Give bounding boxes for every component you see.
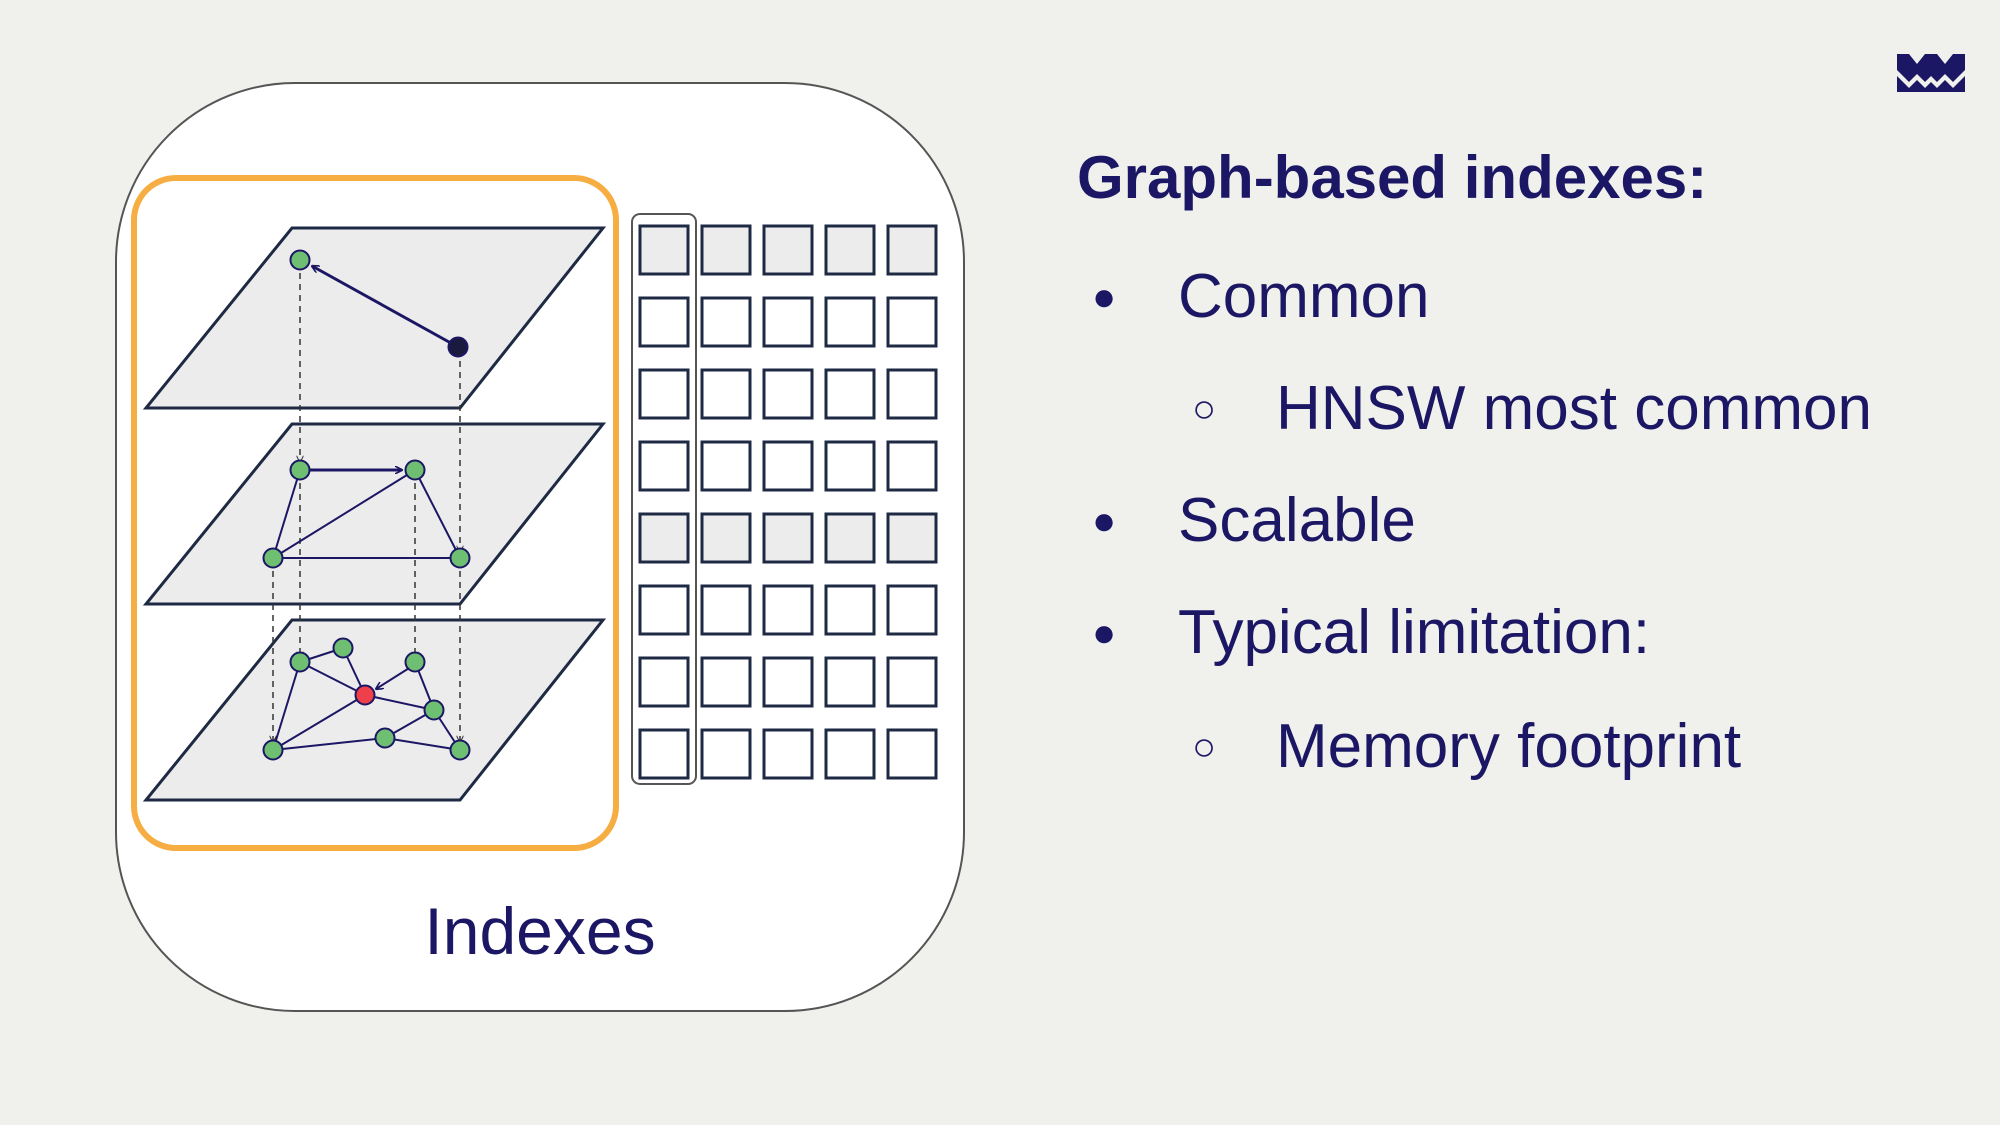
vector-cell (886, 440, 938, 492)
layer-middle-plane (142, 422, 607, 606)
vector-cell (700, 440, 752, 492)
layer-top-plane (142, 226, 607, 410)
middle-layer-edges (272, 469, 461, 559)
vector-cell (700, 296, 752, 348)
vector-cell (886, 728, 938, 780)
vector-cell (638, 728, 690, 780)
vector-cell (886, 296, 938, 348)
vector-cell (762, 368, 814, 420)
vector-cell (638, 440, 690, 492)
vector-cell (762, 296, 814, 348)
layer-bottom-plane (142, 618, 607, 802)
vector-cell (824, 512, 876, 564)
vector-cell (824, 440, 876, 492)
vector-cell (638, 656, 690, 708)
graph-nodes (262, 249, 471, 761)
vector-cell (638, 368, 690, 420)
vector-cell (886, 584, 938, 636)
vector-cell (762, 728, 814, 780)
vector-cell (638, 512, 690, 564)
vector-cell (762, 512, 814, 564)
vector-grid (638, 224, 938, 780)
vector-cell (824, 584, 876, 636)
grid-column-highlight (631, 213, 697, 785)
bullet-disc-icon: ● (1092, 611, 1117, 655)
vector-cell (638, 296, 690, 348)
bullet-text: Common (1178, 262, 1430, 331)
highlight-frame (131, 175, 619, 851)
vector-cell (886, 656, 938, 708)
bullet-disc-icon: ● (1092, 275, 1117, 319)
bullet-text: HNSW most common (1276, 374, 1872, 443)
indexes-label: Indexes (424, 894, 656, 968)
vector-cell (762, 656, 814, 708)
vector-cell (700, 368, 752, 420)
vector-cell (700, 584, 752, 636)
bullet-circle-icon: ○ (1192, 725, 1217, 769)
vector-cell (824, 296, 876, 348)
top-layer-edge (312, 264, 459, 349)
vector-cell (886, 512, 938, 564)
weaviate-logo-icon (1896, 54, 1966, 92)
vector-cell (824, 728, 876, 780)
vector-cell (638, 584, 690, 636)
vector-cell (886, 224, 938, 276)
layer-connectors (273, 262, 460, 742)
slide-heading: Graph-based indexes: (1077, 144, 1708, 211)
bullet-text: Scalable (1178, 486, 1416, 555)
bullet-text: Memory footprint (1276, 712, 1742, 781)
vector-cell (824, 368, 876, 420)
bullet-text: Typical limitation: (1178, 598, 1651, 667)
vector-cell (700, 224, 752, 276)
vector-cell (762, 584, 814, 636)
vector-cell (700, 656, 752, 708)
vector-cell (824, 224, 876, 276)
vector-cell (824, 656, 876, 708)
vector-cell (700, 512, 752, 564)
vector-cell (762, 224, 814, 276)
bullet-disc-icon: ● (1092, 499, 1117, 543)
vector-cell (886, 368, 938, 420)
bullet-circle-icon: ○ (1192, 387, 1217, 431)
vector-cell (700, 728, 752, 780)
vector-cell (638, 224, 690, 276)
vector-cell (762, 440, 814, 492)
